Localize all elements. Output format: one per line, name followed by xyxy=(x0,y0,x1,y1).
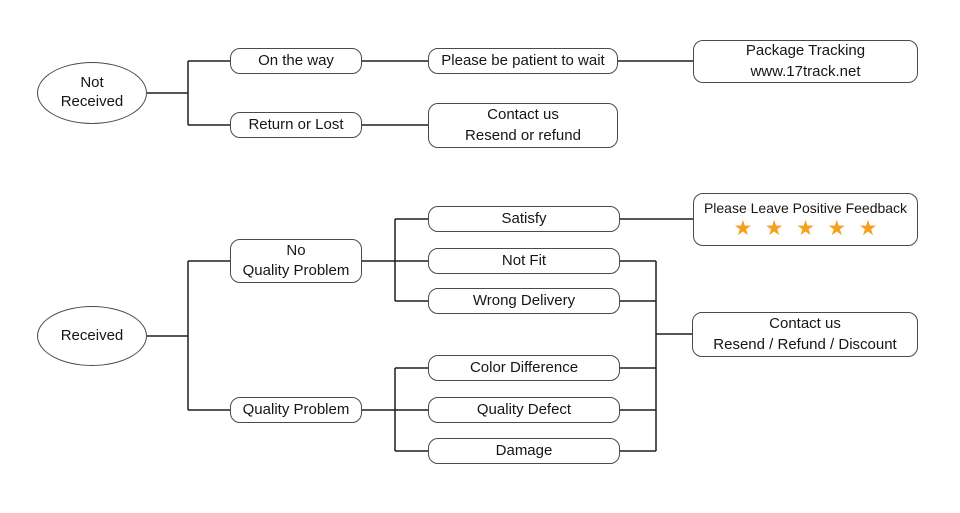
node-label: Color Difference xyxy=(469,358,579,376)
node-contact-resend-refund: Contact us Resend or refund xyxy=(428,103,618,148)
node-please-be-patient: Please be patient to wait xyxy=(428,48,618,74)
node-received: Received xyxy=(37,306,147,366)
node-label: Damage xyxy=(495,441,553,459)
node-label: Quality Defect xyxy=(476,400,572,418)
node-label: Quality Problem xyxy=(242,400,350,418)
node-positive-feedback: Please Leave Positive Feedback ★ ★ ★ ★ ★ xyxy=(693,193,918,246)
node-label: Resend or refund xyxy=(465,126,581,144)
node-no-quality-problem: No Quality Problem xyxy=(230,239,362,283)
node-label: Contact us xyxy=(769,315,841,333)
node-quality-problem: Quality Problem xyxy=(230,397,362,423)
node-label: Not Fit xyxy=(501,251,547,269)
star-icon: ★ xyxy=(796,216,815,241)
node-quality-defect: Quality Defect xyxy=(428,397,620,423)
node-satisfy: Satisfy xyxy=(428,206,620,232)
star-rating: ★ ★ ★ ★ ★ xyxy=(730,218,882,239)
node-damage: Damage xyxy=(428,438,620,464)
node-label: Wrong Delivery xyxy=(472,291,576,309)
star-icon: ★ xyxy=(827,216,847,241)
tracking-url: www.17track.net xyxy=(750,62,861,80)
node-label: Received xyxy=(60,93,124,110)
node-label: Not xyxy=(80,74,104,92)
node-label: Please be patient to wait xyxy=(441,51,605,69)
node-label: Quality Problem xyxy=(242,262,350,279)
node-label: Contact us xyxy=(487,106,559,124)
node-contact-resend-refund-discount: Contact us Resend / Refund / Discount xyxy=(692,312,918,357)
node-label: Package Tracking xyxy=(745,42,866,60)
star-icon: ★ xyxy=(733,216,753,241)
node-wrong-delivery: Wrong Delivery xyxy=(428,288,620,314)
node-on-the-way: On the way xyxy=(230,48,362,74)
node-label: On the way xyxy=(258,51,334,69)
node-label: Satisfy xyxy=(501,209,547,227)
node-label: No xyxy=(286,241,306,259)
node-color-difference: Color Difference xyxy=(428,355,620,381)
node-label: Received xyxy=(60,326,124,344)
node-not-fit: Not Fit xyxy=(428,248,620,274)
star-icon: ★ xyxy=(764,216,784,241)
node-label: Resend / Refund / Discount xyxy=(713,335,897,353)
star-icon: ★ xyxy=(858,216,878,241)
node-return-or-lost: Return or Lost xyxy=(230,112,362,138)
node-label: Please Leave Positive Feedback xyxy=(703,199,908,216)
node-label: Return or Lost xyxy=(248,115,344,133)
node-package-tracking: Package Tracking www.17track.net xyxy=(693,40,918,83)
node-not-received: Not Received xyxy=(37,62,147,124)
